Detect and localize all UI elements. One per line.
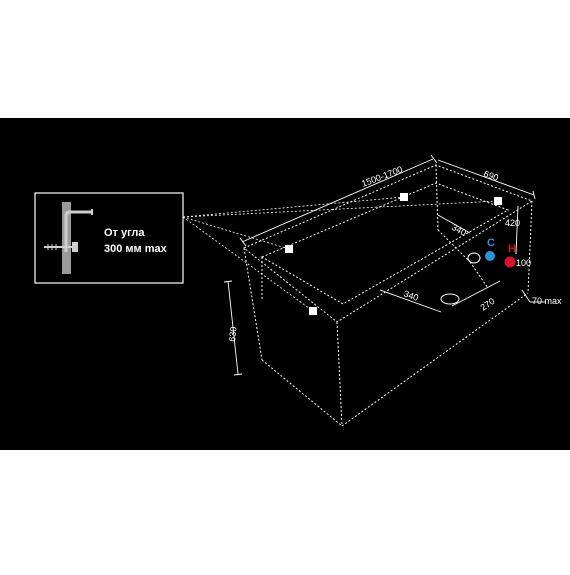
callout-lines xyxy=(182,196,499,312)
mount-point xyxy=(285,245,293,253)
dim-foot-height: 70 max xyxy=(532,296,562,306)
bracket-icon xyxy=(64,210,92,252)
drain-hole xyxy=(440,293,460,305)
dim-tap-spacing: 100 xyxy=(516,258,531,268)
dim-tap-height: 420 xyxy=(505,218,520,228)
inset-frame xyxy=(34,192,184,284)
mount-point xyxy=(309,307,317,315)
dim-drain-side: 340 xyxy=(402,288,420,303)
dimension-lines xyxy=(223,154,546,376)
mount-points xyxy=(285,193,502,315)
mount-point xyxy=(400,193,408,201)
dim-height: 630 xyxy=(227,326,239,342)
mount-note-line1: От угла xyxy=(104,227,145,239)
bathtub-wireframe xyxy=(243,164,534,427)
screw-icon xyxy=(44,242,78,252)
mount-note-line2: 300 мм max xyxy=(104,243,168,255)
hot-tap-icon xyxy=(504,256,516,268)
mount-point xyxy=(494,197,502,205)
cold-tap-label: C xyxy=(487,237,495,249)
hot-tap-label: H xyxy=(508,243,516,255)
diagram-background xyxy=(0,118,570,450)
cold-tap-icon xyxy=(485,251,495,261)
dim-width: 690 xyxy=(482,168,500,183)
overflow-hole xyxy=(467,252,481,264)
mount-detail-inset: От угла 300 мм max xyxy=(34,192,184,284)
